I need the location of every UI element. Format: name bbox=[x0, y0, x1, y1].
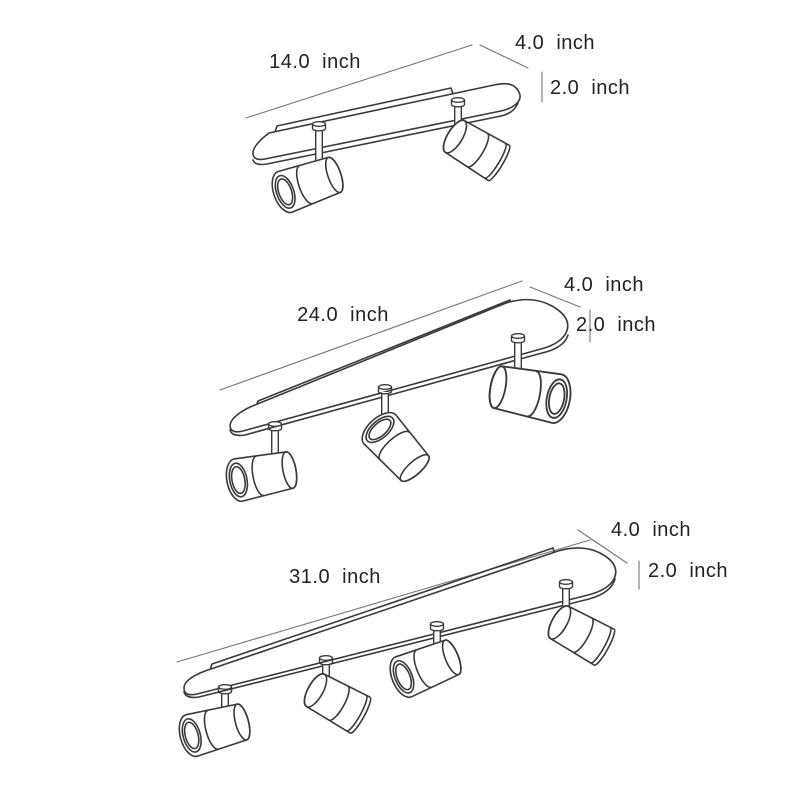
fixture-3-spot: 24.0 inch 4.0 inch 2.0 inch bbox=[219, 274, 656, 505]
spotlight-head bbox=[298, 668, 375, 736]
stem bbox=[267, 421, 283, 454]
height-label: 2.0 inch bbox=[576, 314, 656, 336]
spotlight-head bbox=[542, 600, 619, 668]
length-dimension-line bbox=[219, 280, 523, 391]
width-label: 4.0 inch bbox=[611, 519, 691, 541]
spotlight-head bbox=[355, 405, 436, 489]
spotlight-head bbox=[437, 114, 514, 184]
dimension-annotations: 31.0 inch 4.0 inch 2.0 inch bbox=[176, 519, 728, 663]
spotlight-head bbox=[485, 360, 576, 427]
bar-front-edge bbox=[183, 578, 616, 699]
bar-top-face bbox=[183, 547, 617, 696]
stem bbox=[311, 120, 327, 162]
fixture-4-spot: 31.0 inch 4.0 inch 2.0 inch bbox=[174, 519, 728, 760]
length-dimension-line bbox=[245, 44, 473, 119]
spotlight-head bbox=[174, 698, 255, 760]
bar-front-edge bbox=[252, 102, 519, 166]
dimension-annotations: 14.0 inch 4.0 inch 2.0 inch bbox=[245, 32, 630, 119]
spotlight-head bbox=[222, 446, 301, 505]
width-dimension-line bbox=[529, 286, 581, 308]
stem bbox=[217, 684, 233, 716]
bar-top-face bbox=[229, 298, 569, 433]
length-label: 31.0 inch bbox=[289, 566, 381, 588]
mounting-bar bbox=[183, 547, 617, 699]
spotlight-head bbox=[384, 634, 467, 702]
bar-front-edge bbox=[229, 334, 569, 437]
mounting-bar bbox=[229, 298, 569, 437]
width-label: 4.0 inch bbox=[564, 274, 644, 296]
width-label: 4.0 inch bbox=[515, 32, 595, 54]
length-dimension-line bbox=[176, 539, 591, 663]
length-label: 14.0 inch bbox=[269, 51, 361, 73]
dimension-annotations: 24.0 inch 4.0 inch 2.0 inch bbox=[219, 274, 656, 391]
height-label: 2.0 inch bbox=[648, 560, 728, 582]
width-dimension-line bbox=[577, 529, 628, 564]
width-dimension-line bbox=[479, 44, 529, 69]
stem bbox=[510, 333, 526, 368]
bar-canopy bbox=[274, 87, 455, 133]
length-label: 24.0 inch bbox=[297, 304, 389, 326]
height-label: 2.0 inch bbox=[550, 77, 630, 99]
fixture-2-spot: 14.0 inch 4.0 inch 2.0 inch bbox=[245, 32, 630, 217]
